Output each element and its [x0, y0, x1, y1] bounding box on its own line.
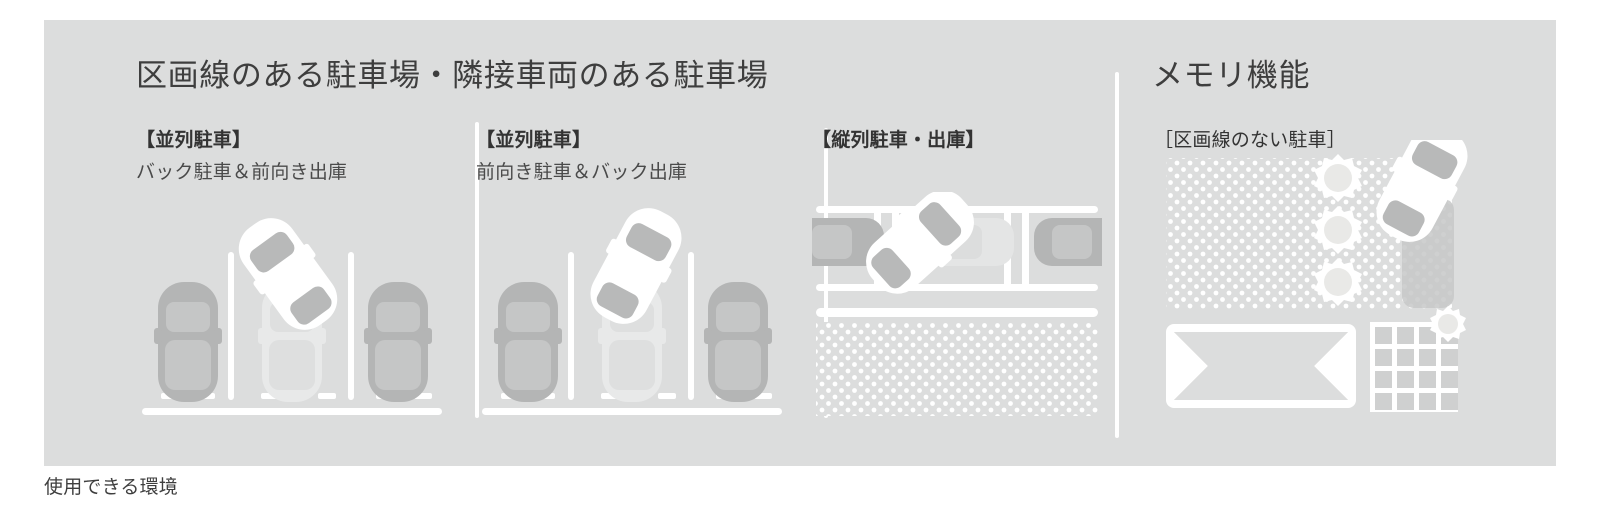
- road-edge-line: [816, 308, 1098, 317]
- parked-car-left: [494, 282, 562, 402]
- bay-lines: [228, 252, 354, 400]
- section-title-left: 区画線のある駐車場・隣接車両のある駐車場: [136, 58, 769, 93]
- panel-3-head: 【縦列駐車・出庫】: [812, 130, 985, 151]
- moving-car: [866, 192, 974, 294]
- panel-1-head: 【並列駐車】: [136, 130, 252, 151]
- curb-line: [142, 408, 442, 415]
- panel-divider-3: [1115, 72, 1119, 438]
- panel-1-line: バック駐車＆前向き出庫: [136, 162, 348, 183]
- waypoint-marker-small: [1430, 306, 1466, 342]
- illustration-parallel-street: [812, 192, 1102, 420]
- moving-car: [225, 205, 351, 343]
- parked-car-right: [704, 282, 772, 402]
- dotted-surface: [816, 322, 1098, 416]
- curb-line: [482, 408, 782, 415]
- section-title-right: メモリ機能: [1152, 58, 1311, 93]
- panel-4-head: ［区画線のない駐車］: [1154, 130, 1346, 151]
- figure-panel: 区画線のある駐車場・隣接車両のある駐車場 メモリ機能 【並列駐車】 バック駐車＆…: [44, 20, 1556, 466]
- house-icon: [1166, 324, 1356, 408]
- figure-caption: 使用できる環境: [44, 477, 178, 498]
- illustration-perpendicular-reverse-in: [128, 200, 458, 420]
- bay-lines: [568, 252, 694, 400]
- panel-2-line: 前向き駐車＆バック出庫: [476, 162, 688, 183]
- waypoint-markers: [1314, 154, 1362, 306]
- parked-car-right: [364, 282, 432, 402]
- panel-divider-1: [475, 122, 479, 418]
- parked-car-left: [154, 282, 222, 402]
- parked-car-left: [812, 218, 884, 266]
- moving-car: [577, 200, 695, 335]
- panel-2-head: 【並列駐車】: [476, 130, 592, 151]
- illustration-memory-parking: [1154, 140, 1494, 420]
- illustration-perpendicular-forward-in: [468, 200, 798, 420]
- panel-divider-2: [824, 128, 828, 418]
- parked-car-right: [1034, 218, 1102, 266]
- moving-car: [1376, 140, 1468, 242]
